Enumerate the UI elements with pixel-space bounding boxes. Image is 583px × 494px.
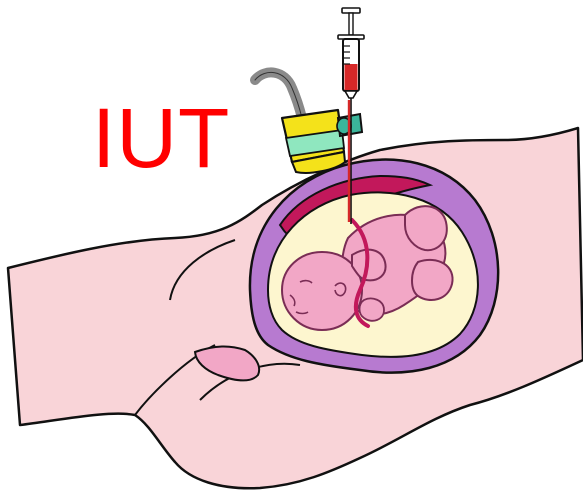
syringe-plunger-cap xyxy=(342,8,360,13)
syringe-hub xyxy=(345,91,357,98)
fetus-hand xyxy=(360,298,385,320)
iut-label: IUT xyxy=(92,96,230,180)
syringe-plunger-rod xyxy=(349,13,353,35)
fetus-head xyxy=(282,252,362,330)
fetus-leg-lower xyxy=(412,260,453,300)
syringe-blood xyxy=(345,64,358,90)
